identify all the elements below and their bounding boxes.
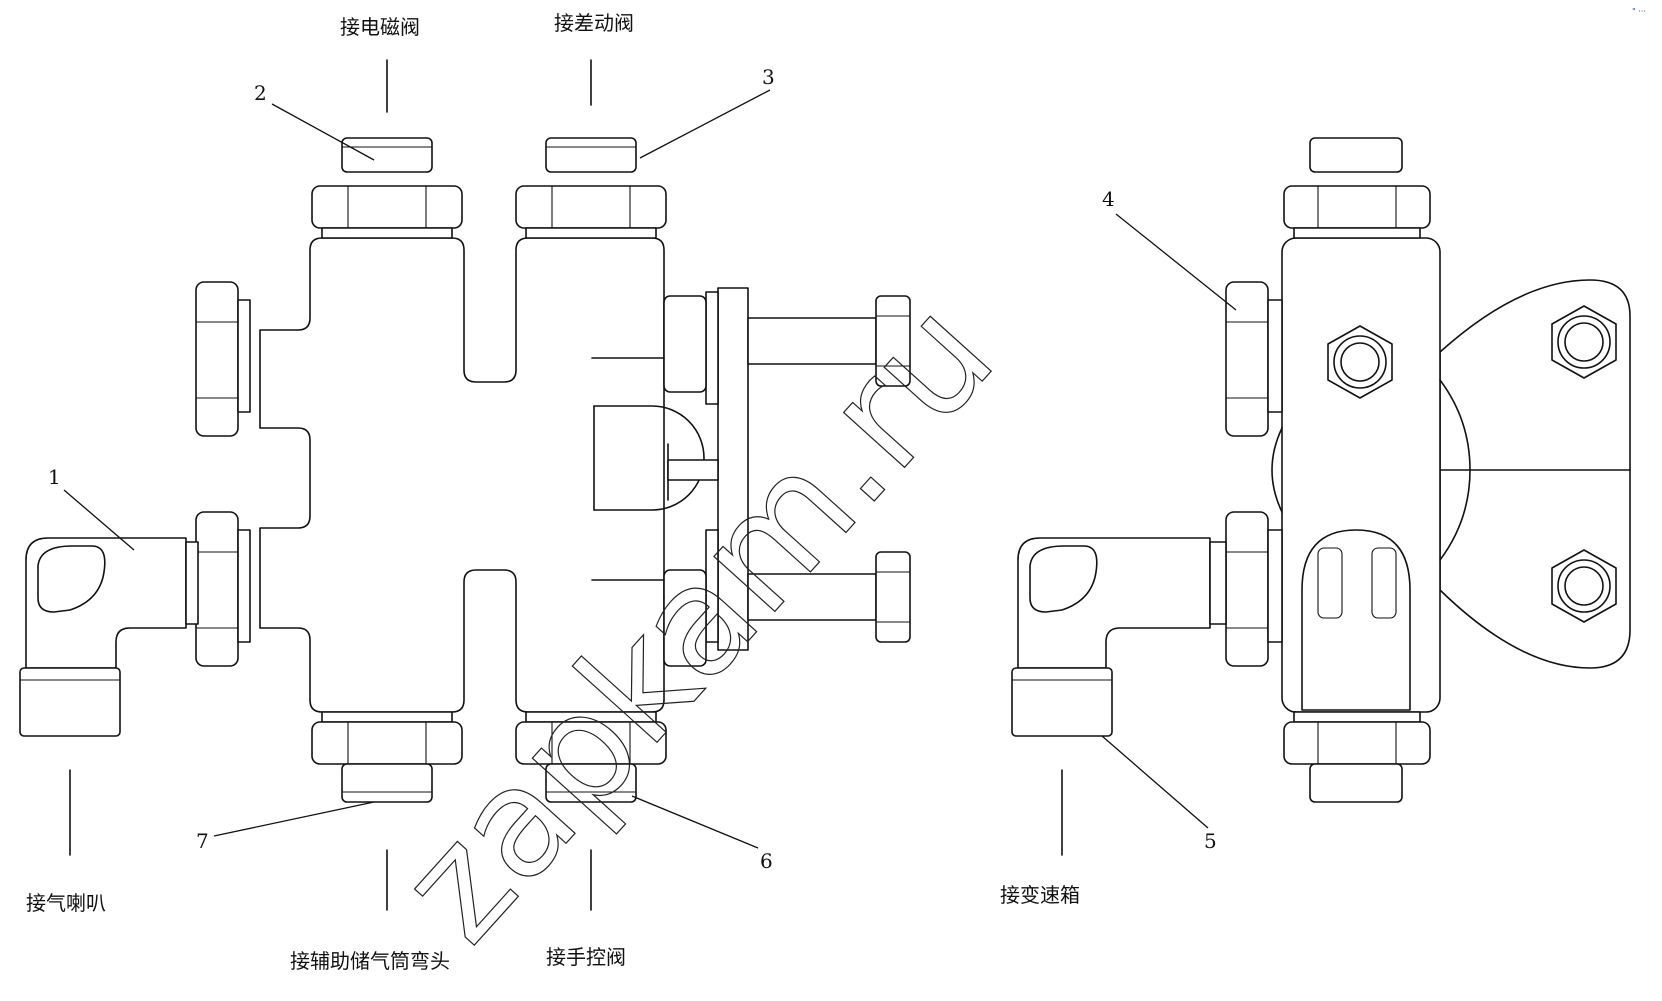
leader-7 [213,801,375,837]
corner-mark: " ··· [1632,7,1646,16]
label-aux-reservoir-elbow: 接辅助储气筒弯头 [290,949,450,973]
right-view [1011,137,1631,856]
main-valve-body [259,237,665,713]
face-nut-1 [1327,325,1393,399]
top-left-fitting [311,59,463,239]
bottom-right-fitting [515,711,667,911]
left-lower-side-nut [195,511,251,667]
leader-4 [1115,213,1237,311]
callout-7: 7 [196,829,209,853]
callouts: 1 2 3 4 5 6 7 [48,65,1217,873]
callout-5: 5 [1204,829,1217,853]
label-gearbox: 接变速箱 [1000,883,1080,907]
left-upper-side-nut [195,281,251,437]
callout-4: 4 [1102,187,1115,211]
right-lower-side-nut [1225,511,1283,667]
mounting-bracket [591,287,911,667]
leader-2 [271,103,375,161]
face-nut-3 [1551,549,1617,623]
port-labels: 接电磁阀 接差动阀 接气喇叭 接辅助储气筒弯头 接手控阀 接变速箱 [26,11,1080,973]
callout-3: 3 [762,65,775,89]
body-recess [593,405,705,511]
face-nut-2 [1551,305,1617,379]
callout-2: 2 [254,81,267,105]
air-horn-elbow [19,537,199,856]
label-hand-control-valve: 接手控阀 [546,945,626,969]
leader-1 [63,489,135,551]
gearbox-elbow [1011,537,1227,856]
callout-6: 6 [760,849,773,873]
top-right-fitting [515,59,667,239]
left-view [19,59,911,911]
label-differential-valve: 接差动阀 [554,11,634,35]
leader-lines [63,89,1237,849]
callout-1: 1 [48,465,61,489]
leader-3 [639,89,771,159]
bracket-plate [717,287,749,651]
leader-5 [1101,735,1209,829]
label-air-horn: 接气喇叭 [26,891,106,915]
bottom-left-fitting [311,711,463,911]
label-solenoid-valve: 接电磁阀 [340,15,420,39]
right-upper-side-nut [1225,281,1283,437]
leader-6 [631,795,759,849]
